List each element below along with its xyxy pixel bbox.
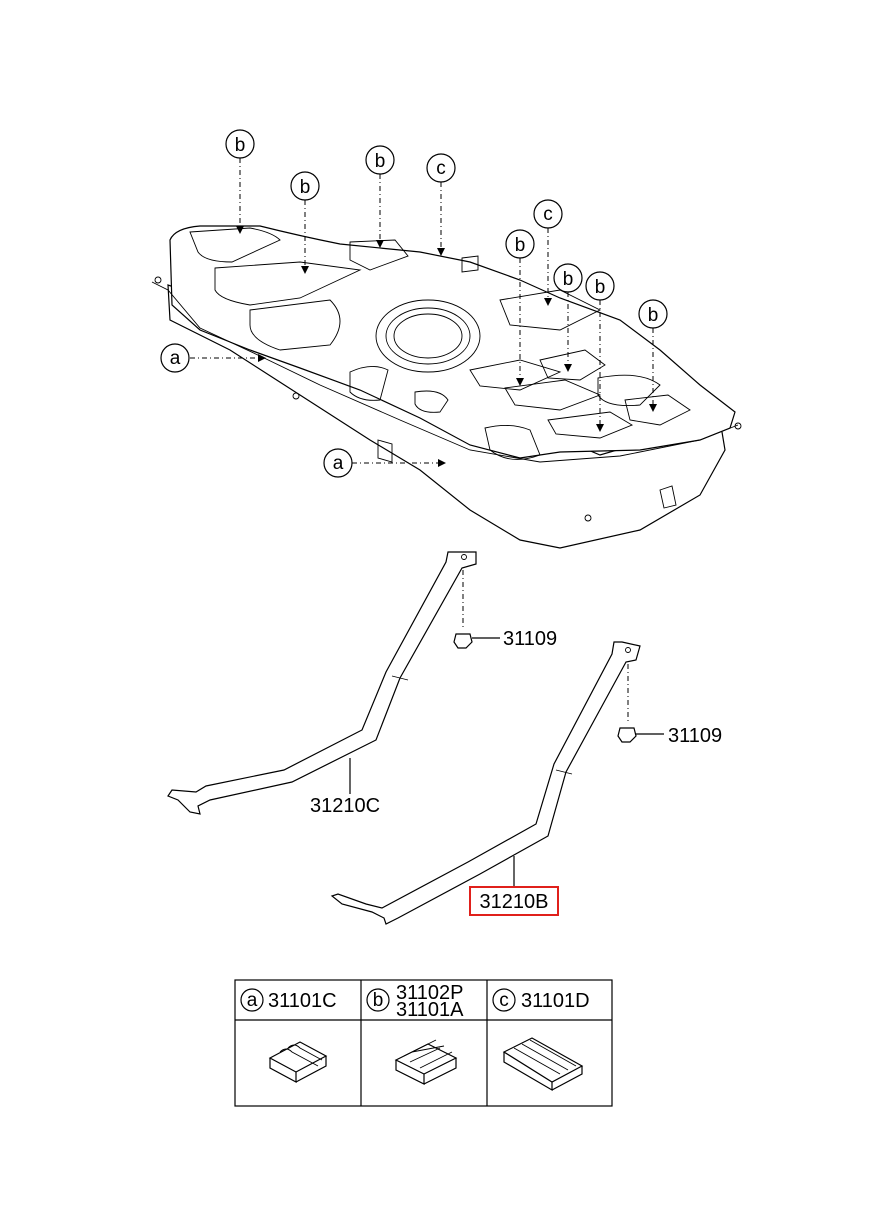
callout-a-2: a <box>323 448 353 478</box>
strap-31210c <box>167 551 477 815</box>
callout-label: a <box>333 453 344 474</box>
callout-label: c <box>436 158 446 179</box>
bolt-right <box>617 727 664 743</box>
legend-part-31101d: 31101D <box>521 990 590 1012</box>
callout-label: b <box>563 269 574 290</box>
callout-b-2: b <box>290 171 320 201</box>
callout-b-1: b <box>225 129 255 159</box>
part-label-31210b[interactable]: 31210B <box>480 891 549 913</box>
pad-c-illustration <box>502 1037 584 1092</box>
pad-a-illustration <box>268 1041 328 1084</box>
legend-part-31101a: 31101A <box>396 999 464 1021</box>
callout-b-3: b <box>365 145 395 175</box>
callout-leaders <box>190 158 657 467</box>
legend-part-31102p: 31102P <box>396 982 463 1004</box>
part-label-31109-right: 31109 <box>668 725 722 747</box>
strap-31210b <box>330 641 641 925</box>
legend-letter-a: a <box>247 990 258 1011</box>
callout-a-1: a <box>160 343 190 373</box>
legend-cell-a: a 31101C <box>240 988 337 1012</box>
legend-letter-c: c <box>499 990 509 1011</box>
callout-b-7: b <box>638 299 668 329</box>
part-label-31210c: 31210C <box>310 795 380 817</box>
part-label-31109-left: 31109 <box>503 628 557 650</box>
callout-label: b <box>235 135 246 156</box>
legend-cell-b: b 31102P 31101A <box>366 982 464 1021</box>
callout-label: b <box>300 177 311 198</box>
callout-label: b <box>648 305 659 326</box>
callout-label: b <box>375 151 386 172</box>
callout-c-1: c <box>426 153 456 183</box>
bolt-left <box>453 633 500 649</box>
legend-part-31101c: 31101C <box>268 990 337 1012</box>
callout-label: a <box>170 348 181 369</box>
highlight-box <box>469 886 559 916</box>
callout-c-2: c <box>533 199 563 229</box>
legend-letter-b: b <box>373 990 384 1011</box>
callout-label: c <box>543 204 553 225</box>
callout-label: b <box>515 235 526 256</box>
callout-b-5: b <box>553 263 583 293</box>
callout-b-6: b <box>585 271 615 301</box>
legend-cell-c: c 31101D <box>492 988 590 1012</box>
pad-b-illustration <box>394 1039 458 1085</box>
fuel-tank <box>151 225 742 549</box>
callout-label: b <box>595 277 606 298</box>
callout-b-4: b <box>505 229 535 259</box>
